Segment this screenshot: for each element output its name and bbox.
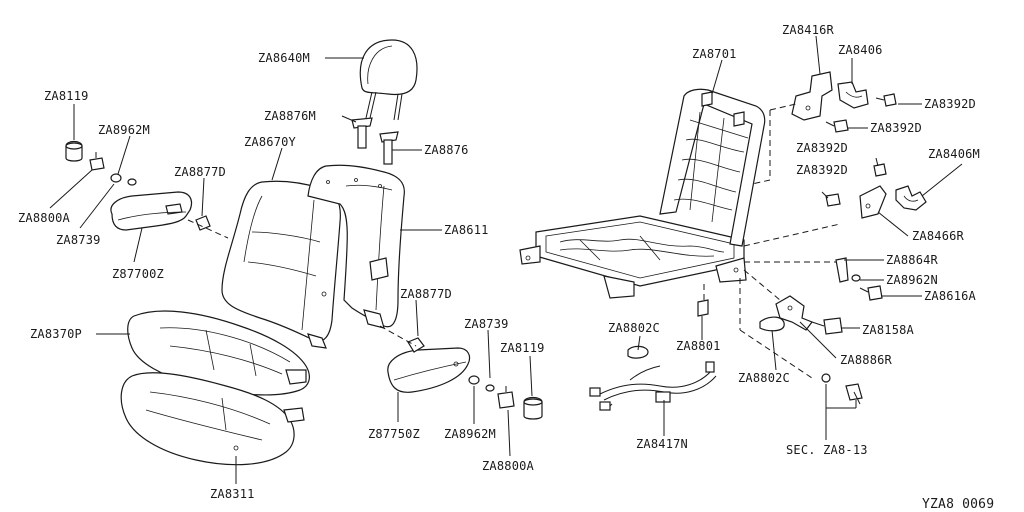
headrest-guide-drawing bbox=[351, 117, 399, 165]
left-side-parts-drawing bbox=[65, 140, 229, 239]
leader-lines bbox=[49, 35, 963, 484]
label-back-pad: ZA8611 bbox=[444, 223, 489, 237]
label-bolt-left: ZA8119 bbox=[44, 89, 89, 103]
label-washer-right: ZA8962M bbox=[444, 427, 496, 441]
label-bracket-886: ZA8886R bbox=[840, 353, 893, 367]
label-clip-802c-bottom: ZA8802C bbox=[738, 371, 790, 385]
label-clip-right: ZA8739 bbox=[464, 317, 509, 331]
seat-frame-drawing bbox=[519, 88, 766, 299]
label-bolt-right: ZA8119 bbox=[500, 341, 545, 355]
label-knob-right: ZA8800A bbox=[482, 459, 535, 473]
label-cushion-pad: ZA8311 bbox=[210, 487, 255, 501]
label-washer-n: ZA8962N bbox=[886, 273, 938, 287]
label-back-trim: ZA8670Y bbox=[244, 135, 297, 149]
label-washer-left: ZA8962M bbox=[98, 123, 150, 137]
label-clip-801: ZA8801 bbox=[676, 339, 721, 353]
label-bracket-m: ZA8406M bbox=[928, 147, 980, 161]
label-bolt-616: ZA8616A bbox=[924, 289, 977, 303]
label-screw-d2: ZA8392D bbox=[870, 121, 922, 135]
label-bolt-158: ZA8158A bbox=[862, 323, 915, 337]
right-side-parts-drawing bbox=[379, 325, 543, 420]
label-bracket-r: ZA8416R bbox=[782, 23, 835, 37]
diagram-code: YZA8 0069 bbox=[922, 497, 994, 512]
cushion-pad-drawing bbox=[120, 372, 305, 466]
harness-drawing bbox=[589, 299, 717, 411]
back-trim-drawing bbox=[221, 180, 341, 349]
label-headrest: ZA8640M bbox=[258, 51, 310, 65]
label-bracket-466: ZA8466R bbox=[912, 229, 965, 243]
headrest-drawing bbox=[359, 39, 418, 121]
label-screw-d3: ZA8392D bbox=[796, 141, 848, 155]
label-screw-d4: ZA8392D bbox=[796, 163, 848, 177]
label-cushion-trim: ZA8370P bbox=[30, 327, 82, 341]
back-pad-drawing bbox=[307, 164, 405, 329]
label-recliner-clip-right: ZA8877D bbox=[400, 287, 452, 301]
label-clip-left: ZA8739 bbox=[56, 233, 101, 247]
label-clip-802c-top: ZA8802C bbox=[608, 321, 660, 335]
label-knob-left: ZA8800A bbox=[18, 211, 71, 225]
label-bracket-864: ZA8864R bbox=[886, 253, 939, 267]
label-bracket-a: ZA8406 bbox=[838, 43, 883, 57]
label-cover-right: Z87750Z bbox=[368, 427, 420, 441]
label-screw-d1: ZA8392D bbox=[924, 97, 976, 111]
label-section-ref: SEC. ZA8-13 bbox=[786, 443, 868, 457]
label-harness: ZA8417N bbox=[636, 437, 688, 451]
label-headrest-guide-1: ZA8876M bbox=[264, 109, 316, 123]
label-recliner-clip-left: ZA8877D bbox=[174, 165, 226, 179]
label-frame: ZA8701 bbox=[692, 47, 737, 61]
part-labels: ZA8640M ZA8876M ZA8876 ZA8670Y ZA8611 ZA… bbox=[18, 23, 994, 512]
right-brackets-drawing bbox=[759, 71, 927, 405]
connector-lines bbox=[703, 103, 841, 379]
label-cover-left: Z87700Z bbox=[112, 267, 164, 281]
label-headrest-guide-2: ZA8876 bbox=[424, 143, 469, 157]
